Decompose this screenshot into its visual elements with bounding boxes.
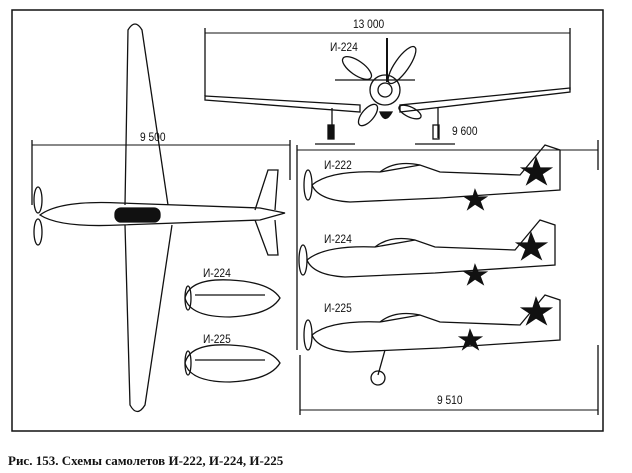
nose-view-drawings xyxy=(184,279,281,383)
side-view-label-225: И-225 xyxy=(324,301,352,315)
side-view-label-224: И-224 xyxy=(324,232,352,246)
front-view-label: И-224 xyxy=(330,40,358,54)
top-view-drawing xyxy=(31,23,291,413)
side-view-label-222: И-222 xyxy=(324,158,352,172)
side-view-drawings xyxy=(296,140,599,415)
side-length-dimension-222: 9 600 xyxy=(452,124,478,138)
front-span-dimension: 13 000 xyxy=(353,17,385,31)
top-length-dimension: 9 500 xyxy=(140,130,166,144)
figure-frame xyxy=(11,9,604,432)
side-length-dimension-225: 9 510 xyxy=(437,393,463,407)
nose-view-label-224: И-224 xyxy=(203,266,231,280)
front-view-drawing xyxy=(204,28,571,145)
figure-caption: Рис. 153. Схемы самолетов И-222, И-224, … xyxy=(8,453,284,468)
nose-view-label-225: И-225 xyxy=(203,332,231,346)
